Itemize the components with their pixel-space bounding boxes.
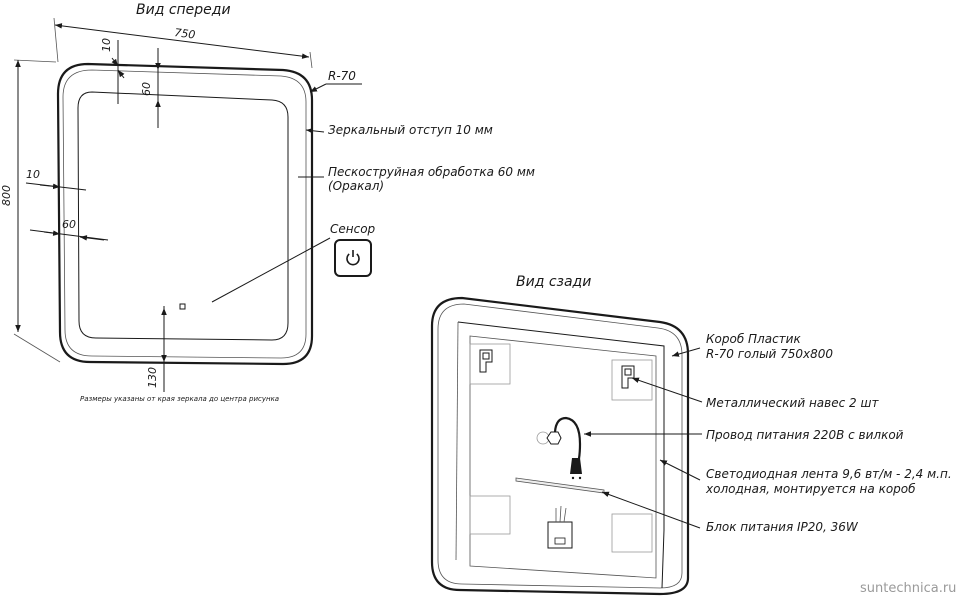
- dim-60-left-label: 60: [62, 218, 76, 231]
- sensor-button: [334, 239, 372, 277]
- dim-10-top-label: 10: [100, 38, 113, 52]
- front-mirror-edge: [62, 69, 307, 359]
- dim-800-label: 800: [0, 185, 13, 206]
- back-hanger-right-mount: [611, 359, 653, 401]
- sensor-leader-line: [211, 237, 331, 303]
- callout-led-line1: Светодиодная лента 9,6 вт/м - 2,4 м.п.: [706, 467, 952, 481]
- callout-sensor: Сенсор: [330, 222, 376, 236]
- callout-box-line1: Короб Пластик: [706, 332, 801, 346]
- back-hanger-left: [479, 349, 493, 373]
- dim-60-top-label: 60: [140, 82, 153, 96]
- callout-box-line2: R-70 голый 750x800: [706, 347, 833, 361]
- callout-power-cord: Провод питания 220В с вилкой: [706, 428, 904, 442]
- dim-130-label: 130: [146, 367, 159, 388]
- dim-750-label: 750: [174, 26, 196, 41]
- back-mount-bottom-left: [469, 495, 511, 535]
- dim-10-left-label: 10: [26, 168, 40, 181]
- callout-led-line2: холодная, монтируется на короб: [705, 482, 916, 496]
- back-plug: [570, 458, 582, 474]
- callout-hanger: Металлический навес 2 шт: [706, 396, 879, 410]
- dim-line-750: [54, 23, 310, 59]
- back-hanger-left-mount: [469, 343, 511, 385]
- callout-psu: Блок питания IP20, 36W: [706, 520, 859, 534]
- front-view: Вид спереди 750 800 10 60 10: [0, 2, 535, 403]
- back-box-inner-edge: [437, 303, 683, 589]
- dimensions-note: Размеры указаны от края зеркала до центр…: [80, 395, 279, 403]
- callout-mirror-offset: Зеркальный отступ 10 мм: [328, 123, 493, 137]
- front-mirror-outline: [56, 62, 314, 366]
- front-radius-label: R-70: [328, 69, 356, 83]
- back-cord-grommet: [546, 431, 562, 445]
- front-view-title: Вид спереди: [136, 2, 231, 18]
- front-sensor-mark: [179, 303, 186, 310]
- back-view-title: Вид сзади: [516, 274, 591, 290]
- back-led-strip: [515, 477, 605, 494]
- dim-line-60-left: [29, 229, 109, 241]
- back-mount-bottom-right: [611, 513, 653, 553]
- watermark: suntechnica.ru: [860, 581, 956, 596]
- callout-sandblast: Пескоструйная обработка 60 мм: [328, 165, 535, 179]
- back-hanger-right: [621, 365, 635, 389]
- callout-oracal: (Оракал): [328, 179, 384, 193]
- back-inner-frame: [457, 321, 665, 589]
- back-box-outline: [430, 296, 690, 596]
- front-sandblast-frame: [77, 91, 289, 341]
- power-icon: [346, 250, 360, 266]
- back-view: Вид сзади Короб Пластик R-70 г: [430, 274, 952, 596]
